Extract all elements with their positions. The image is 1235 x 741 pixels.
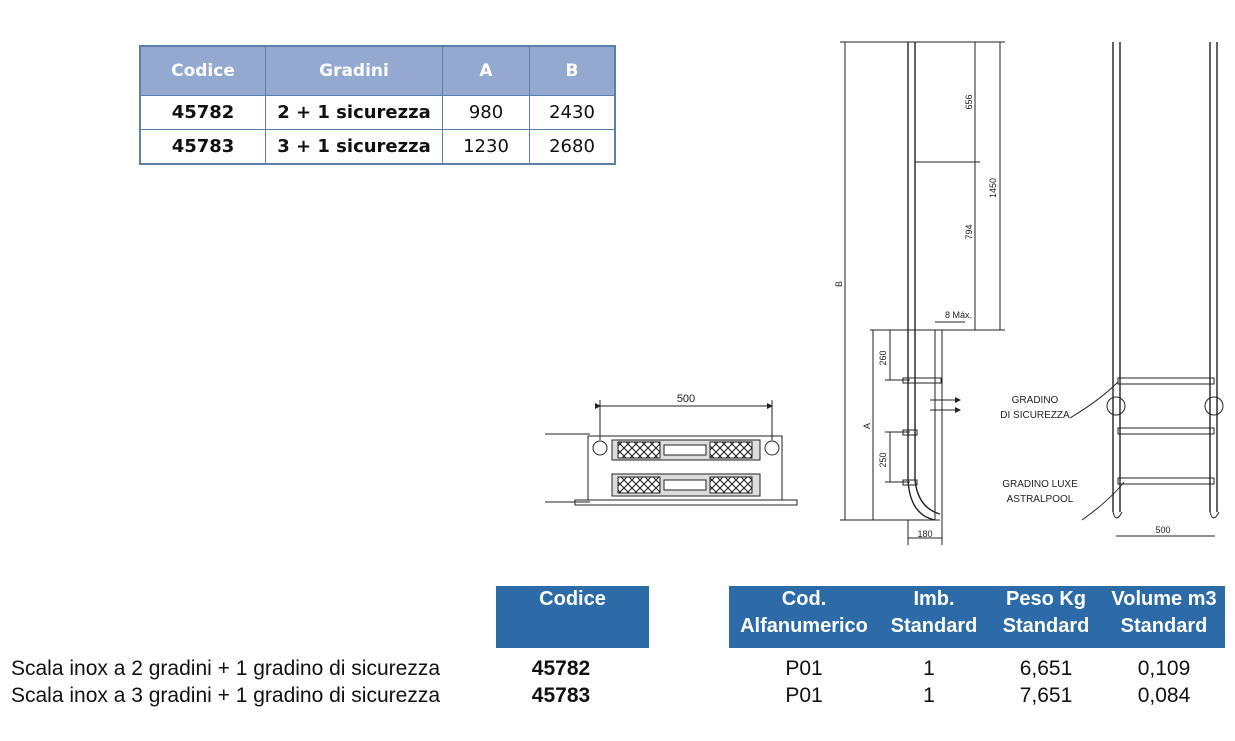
- step-tread: [1117, 427, 1215, 435]
- dim-656: 656: [964, 94, 974, 109]
- label-luxe-step-1: GRADINO LUXE: [1002, 479, 1078, 490]
- header-peso: Peso Kg Standard: [989, 586, 1103, 648]
- row-codice: 45782: [531, 657, 591, 680]
- cell-a: 980: [442, 95, 530, 130]
- header-peso-line1: Peso Kg: [1005, 588, 1087, 610]
- row-volume: 0,109: [1137, 657, 1191, 680]
- header-bar: [729, 586, 1225, 648]
- anchor-base: [574, 499, 798, 506]
- dim-a: A: [862, 423, 872, 429]
- handrail-curve: [907, 479, 936, 521]
- header-codice: Codice: [140, 46, 266, 96]
- anchor-ring: [1106, 396, 1126, 416]
- row-imb: 1: [923, 684, 935, 707]
- cell-a: 1230: [442, 129, 530, 164]
- tread-pattern: [617, 441, 661, 459]
- dim-1450: 1450: [988, 178, 998, 198]
- table-row: 45783 3 + 1 sicurezza 1230 2680: [140, 129, 615, 164]
- dim-250: 250: [878, 452, 888, 467]
- handrail-circle: [764, 440, 780, 456]
- row-cod: P01: [785, 684, 823, 707]
- row-codice: 45783: [531, 684, 591, 707]
- handrail-curve: [914, 479, 941, 515]
- header-volume-line1: Volume m3: [1111, 588, 1217, 610]
- handrail-end: [1112, 511, 1123, 519]
- table-row: 45782 2 + 1 sicurezza 980 2430: [140, 95, 615, 130]
- header-imb-line2: Standard: [890, 615, 978, 637]
- dim-180: 180: [917, 529, 932, 539]
- safety-step: [902, 377, 942, 384]
- tread-pattern: [709, 476, 753, 494]
- dim-front-width: 500: [1155, 525, 1170, 535]
- cell-gradini: 2 + 1 sicurezza: [265, 95, 443, 130]
- tread-center: [663, 444, 707, 456]
- front-view: [1069, 42, 1224, 537]
- handrail-circle: [592, 440, 608, 456]
- step-bracket: [902, 429, 918, 436]
- cell-b: 2680: [529, 129, 615, 164]
- leader-line: [1081, 481, 1125, 521]
- header-codice-text: Codice: [539, 588, 606, 610]
- header-cod-line1: Cod.: [781, 588, 827, 610]
- step-bracket: [902, 479, 918, 486]
- top-view: [545, 400, 798, 506]
- header-peso-line2: Standard: [1002, 615, 1090, 637]
- step-tread: [1117, 477, 1215, 485]
- side-view: [840, 41, 1005, 545]
- handrail-end: [1209, 511, 1220, 519]
- dim-b: B: [834, 281, 844, 287]
- header-gradini: Gradini: [265, 46, 443, 96]
- anchor-ring: [1204, 396, 1224, 416]
- cell-b: 2430: [529, 95, 615, 130]
- tread-pattern: [617, 476, 661, 494]
- table-header-row: Codice Gradini A B: [140, 46, 615, 96]
- dim-794: 794: [964, 224, 974, 239]
- row-imb: 1: [923, 657, 935, 680]
- cell-gradini: 3 + 1 sicurezza: [265, 129, 443, 164]
- header-a: A: [442, 46, 530, 96]
- cell-codice: 45783: [140, 129, 266, 164]
- label-safety-step-1: GRADINO: [1012, 395, 1059, 406]
- dim-8max: 8 Máx.: [945, 310, 972, 320]
- header-imb: Imb. Standard: [879, 586, 989, 648]
- header-volume: Volume m3 Standard: [1103, 586, 1225, 648]
- dim-260: 260: [878, 350, 888, 365]
- models-dimensions-table: Codice Gradini A B 45782 2 + 1 sicurezza…: [139, 45, 616, 165]
- row-peso: 6,651: [1019, 657, 1073, 680]
- row-cod: P01: [785, 657, 823, 680]
- header-cod-line2: Alfanumerico: [740, 615, 868, 637]
- tread-pattern: [709, 441, 753, 459]
- header-codice: Codice: [496, 586, 649, 648]
- row-volume: 0,084: [1137, 684, 1191, 707]
- header-volume-line2: Standard: [1120, 615, 1208, 637]
- label-luxe-step-2: ASTRALPOOL: [1007, 494, 1074, 505]
- tread-center: [663, 479, 707, 491]
- safety-step: [1117, 377, 1215, 385]
- row-description: Scala inox a 2 gradini + 1 gradino di si…: [11, 657, 441, 680]
- row-description: Scala inox a 3 gradini + 1 gradino di si…: [11, 684, 441, 707]
- cell-codice: 45782: [140, 95, 266, 130]
- header-b: B: [529, 46, 615, 96]
- label-safety-step-2: DI SICUREZZA: [1000, 410, 1070, 421]
- leader-line: [1069, 381, 1119, 419]
- header-cod-alfanumerico: Cod. Alfanumerico: [729, 586, 879, 648]
- header-imb-line1: Imb.: [913, 588, 955, 610]
- dim-top-width: 500: [677, 393, 695, 405]
- row-peso: 7,651: [1019, 684, 1073, 707]
